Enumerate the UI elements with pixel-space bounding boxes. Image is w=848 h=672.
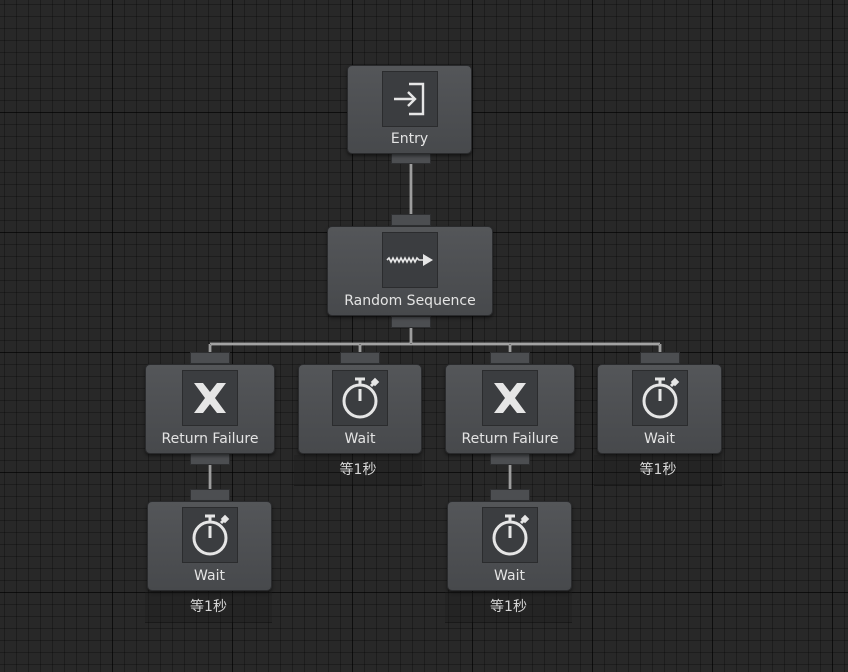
wait-3-comment: 等1秒 [145,592,272,623]
random-sequence-input-port[interactable] [391,214,431,226]
x-failure-icon [482,370,538,426]
return-failure-2-output-port[interactable] [490,453,530,465]
wait-2-input-port[interactable] [640,352,680,364]
stopwatch-icon [181,507,238,563]
wait-node-3[interactable]: Wait [147,501,272,591]
stopwatch-icon [631,370,688,426]
random-sequence-label: Random Sequence [344,293,476,309]
wait-2-label: Wait [644,431,675,447]
wait-1-input-port[interactable] [340,352,380,364]
return-failure-2-label: Return Failure [461,431,559,447]
wait-4-comment: 等1秒 [445,592,572,623]
wavy-arrow-icon [382,232,438,288]
entry-node[interactable]: Entry [347,65,472,154]
wait-3-input-port[interactable] [190,489,230,501]
wait-node-1[interactable]: Wait [298,364,422,454]
stopwatch-icon [332,370,388,426]
wait-node-4[interactable]: Wait [447,501,572,591]
return-failure-2-input-port[interactable] [490,352,530,364]
return-failure-node-1[interactable]: Return Failure [145,364,275,454]
wait-1-comment: 等1秒 [294,455,422,486]
return-failure-node-2[interactable]: Return Failure [445,364,575,454]
return-failure-1-label: Return Failure [161,431,259,447]
stopwatch-icon [481,507,538,563]
wait-4-input-port[interactable] [490,489,530,501]
return-failure-1-input-port[interactable] [190,352,230,364]
wait-node-2[interactable]: Wait [597,364,722,454]
wait-1-label: Wait [344,431,376,447]
wait-2-comment: 等1秒 [594,455,722,486]
random-sequence-output-port[interactable] [391,316,431,328]
entry-label: Entry [390,131,429,147]
x-failure-icon [182,370,238,426]
entry-arrow-icon [381,71,438,127]
random-sequence-node[interactable]: Random Sequence [327,226,493,316]
wait-3-label: Wait [194,568,225,584]
link-random-sequence-bus [208,327,662,353]
return-failure-1-output-port[interactable] [190,453,230,465]
wait-4-label: Wait [494,568,525,584]
